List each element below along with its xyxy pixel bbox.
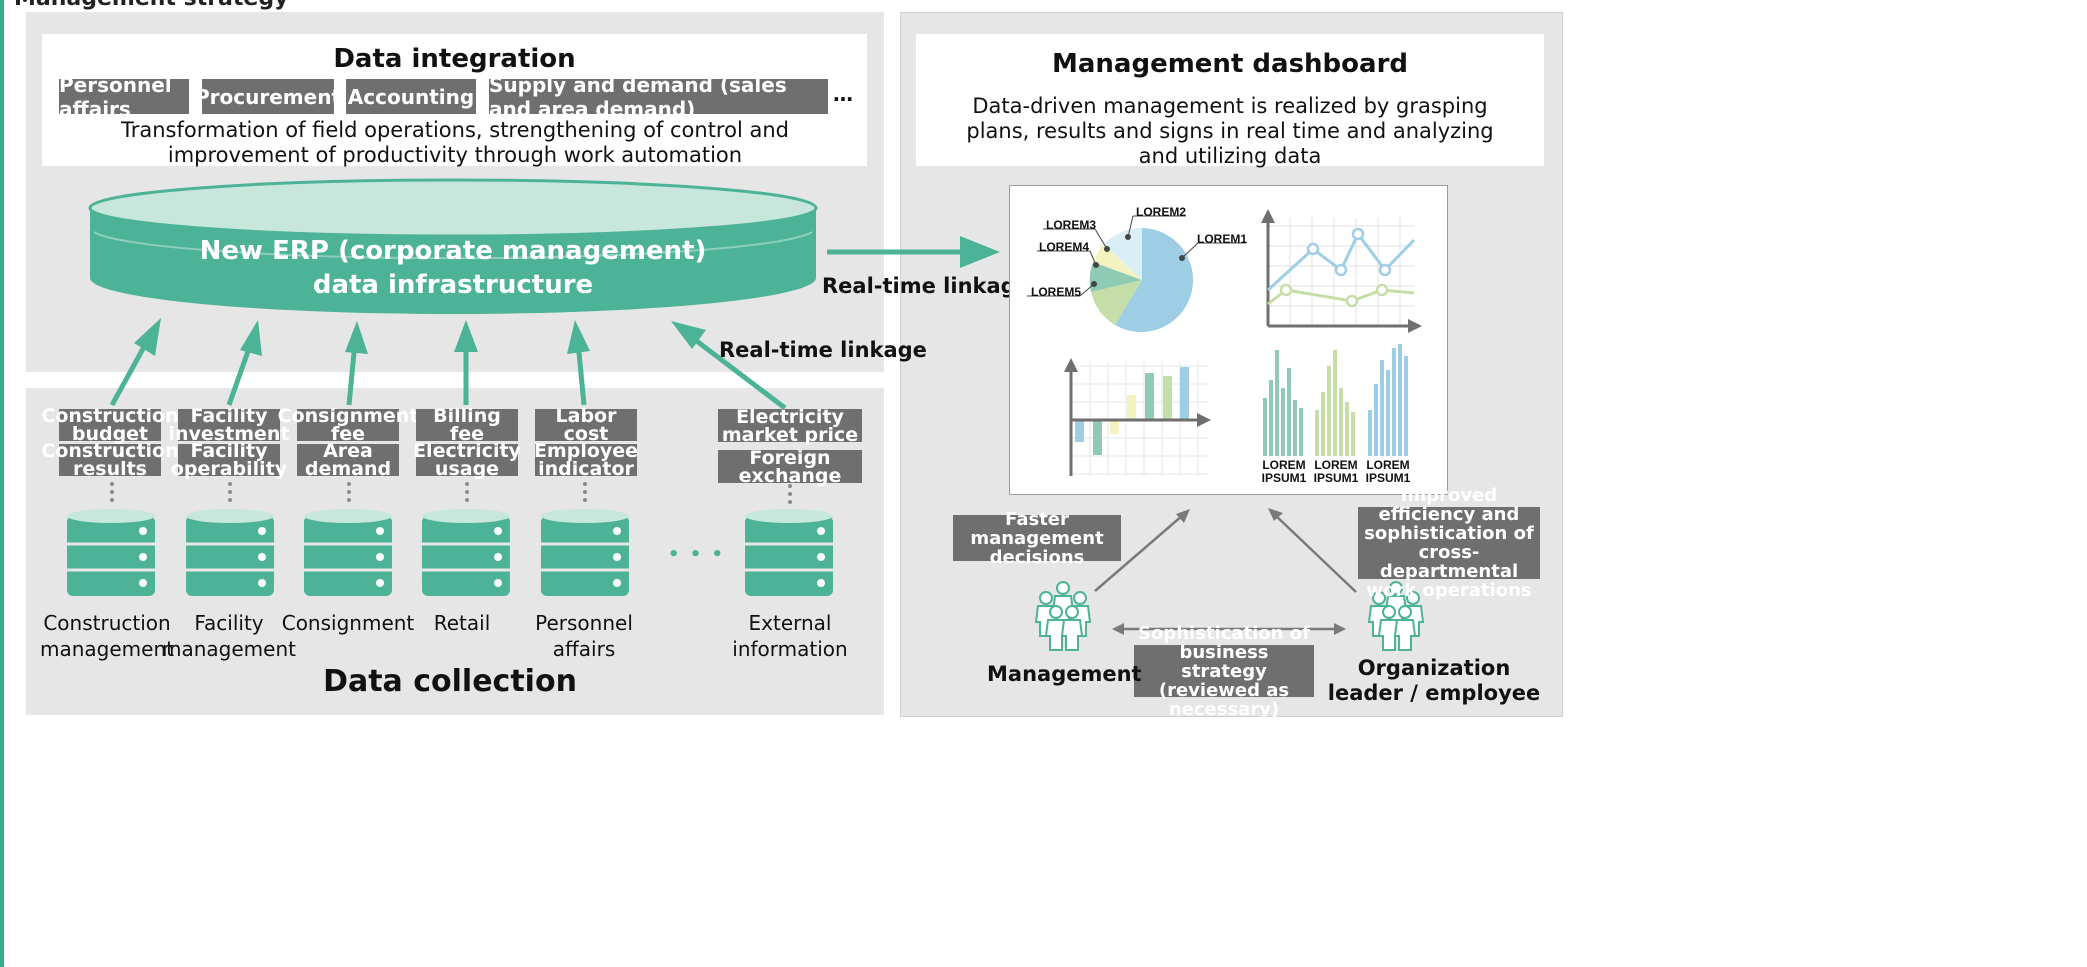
- arrow-personnel: [567, 320, 590, 354]
- pie-chart: [1089, 227, 1194, 332]
- relationship-arrows: [1094, 508, 1357, 635]
- tag-construction-budget: Construction budget: [41, 405, 179, 445]
- pie-label-1: LOREM1: [1197, 232, 1248, 246]
- bar-chart-groups: [1263, 344, 1408, 456]
- tag-consignment-fee: Consignment fee: [277, 405, 419, 445]
- left-accent-bar: [0, 0, 4, 967]
- label-facility-management: Facility management: [162, 611, 296, 661]
- label-org-leader-employee: Organization leader / employee: [1327, 656, 1541, 705]
- linkage-label-lower: Real-time linkage: [719, 338, 927, 362]
- integration-title: Data integration: [333, 44, 576, 74]
- dashboard-title: Management dashboard: [1051, 49, 1409, 79]
- line-chart: [1261, 209, 1422, 333]
- linkage-arrow-right-head: [960, 236, 1000, 268]
- note-faster-decisions: Faster management decisions: [953, 510, 1121, 567]
- linkage-label-right: Real-time linkage: [822, 274, 1030, 298]
- tag-construction-results: Construction results: [41, 440, 179, 480]
- integration-description: Transformation of field operations, stre…: [121, 118, 789, 167]
- more-sources-dots: • • •: [668, 544, 726, 565]
- pie-label-3: LOREM3: [1046, 218, 1097, 232]
- erp-cylinder-top: [88, 178, 818, 238]
- arrow-retail: [454, 320, 478, 352]
- pie-label-2: LOREM2: [1136, 205, 1187, 219]
- arrow-consignment: [345, 321, 368, 354]
- erp-cylinder-body: [90, 208, 816, 314]
- note-improved-efficiency: Improved efficiency and sophistication o…: [1358, 486, 1540, 600]
- tag-electricity-market-price: Electricity market price: [718, 407, 862, 444]
- tag-labor-cost: Labor cost: [535, 407, 637, 444]
- header-cut-text: Management strategy: [14, 0, 288, 11]
- dashboard-description: Data-driven management is realized by gr…: [966, 94, 1494, 168]
- dashboard-box: [916, 34, 1544, 166]
- tag-facility-operability: Facility operability: [170, 440, 288, 480]
- label-construction-management: Construction management: [40, 611, 174, 661]
- tag-billing-fee: Billing fee: [416, 407, 518, 444]
- label-personnel-affairs: Personnel affairs: [535, 611, 633, 661]
- management-people-icon: [1035, 581, 1091, 651]
- pie-label-5: LOREM5: [1031, 285, 1082, 299]
- tag-foreign-exchange: Foreign exchange: [718, 448, 862, 485]
- tag-facility-investment: Facility investment: [168, 405, 290, 445]
- arrow-construction: [134, 318, 161, 356]
- erp-title-line1: New ERP (corporate management): [199, 236, 707, 266]
- pie-label-4: LOREM4: [1039, 240, 1090, 254]
- tag-area-demand: Area demand: [297, 442, 399, 479]
- collection-title: Data collection: [323, 664, 577, 699]
- category-procurement: Procurement: [195, 79, 341, 114]
- category-accounting: Accounting: [346, 79, 476, 114]
- bar-group-label-3: LOREM IPSUM1: [1365, 458, 1411, 485]
- bar-chart-pos-neg: [1064, 358, 1211, 476]
- tag-employee-indicator: Employee indicator: [533, 440, 639, 480]
- label-consignment: Consignment: [281, 611, 415, 635]
- category-ellipsis: …: [833, 82, 853, 106]
- bar-group-label-2: LOREM IPSUM1: [1313, 458, 1359, 485]
- label-retail: Retail: [433, 611, 491, 635]
- label-external-information: External information: [732, 611, 848, 661]
- bar-group-label-1: LOREM IPSUM1: [1261, 458, 1307, 485]
- tag-electricity-usage: Electricity usage: [413, 440, 521, 480]
- label-management: Management: [987, 662, 1142, 686]
- note-business-strategy: Sophistication of business strategy (rev…: [1134, 624, 1314, 719]
- arrow-facility: [240, 320, 262, 356]
- erp-title-line2: data infrastructure: [312, 270, 594, 300]
- arrow-external: [671, 321, 706, 349]
